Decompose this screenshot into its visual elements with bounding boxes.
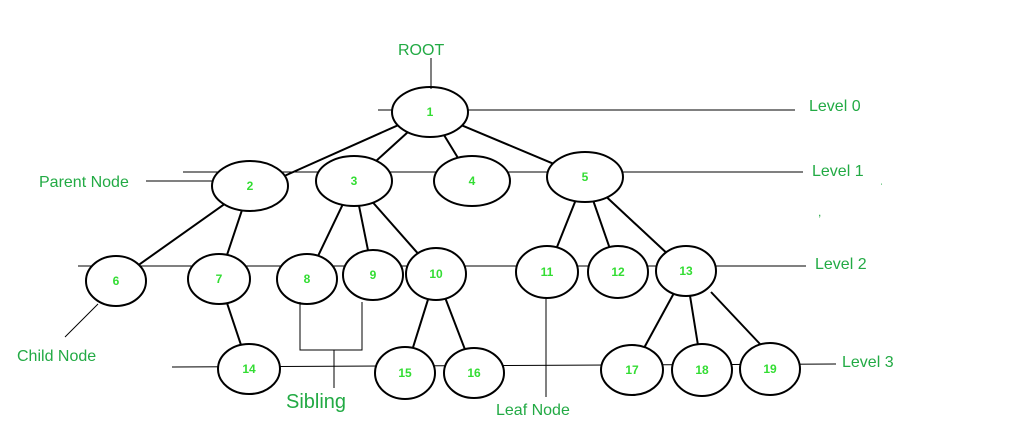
- node-label: 9: [370, 268, 377, 282]
- node-ellipse: [342, 249, 404, 301]
- node-label: 1: [427, 105, 434, 119]
- tree-node-15: 15: [374, 346, 436, 400]
- node-ellipse: [739, 342, 801, 396]
- edges: [138, 122, 761, 350]
- node-label: 11: [541, 265, 554, 279]
- node-label: 10: [429, 267, 443, 281]
- edge-13-17: [643, 293, 675, 348]
- tree-node-8: 8: [276, 253, 338, 305]
- sibling-label: Sibling: [286, 391, 346, 413]
- node-ellipse: [655, 245, 717, 297]
- edge-7-14: [226, 302, 242, 346]
- tree-node-10: 10: [405, 247, 467, 301]
- node-label: 19: [763, 362, 777, 376]
- edge-5-13: [606, 196, 667, 254]
- level-1-label: Level 1: [812, 163, 864, 180]
- tree-node-5: 5: [546, 151, 624, 203]
- node-label: 17: [625, 363, 639, 377]
- stray-mark: ˌ: [880, 175, 883, 186]
- edge-3-10: [372, 201, 419, 255]
- edge-10-16: [444, 298, 466, 350]
- level-3-label: Level 3: [842, 354, 894, 371]
- edge-10-15: [411, 298, 430, 349]
- edge-1-2: [281, 122, 404, 178]
- node-ellipse: [515, 245, 579, 299]
- node-ellipse: [85, 255, 147, 307]
- edge-13-18: [689, 295, 699, 345]
- node-label: 2: [247, 179, 254, 193]
- edge-1-3: [375, 131, 409, 162]
- tree-node-2: 2: [211, 160, 289, 212]
- root-label: ROOT: [398, 42, 444, 59]
- node-ellipse: [405, 247, 467, 301]
- edge-13-19: [710, 291, 761, 345]
- node-ellipse: [217, 343, 281, 395]
- node-label: 5: [582, 170, 589, 184]
- edge-5-11: [555, 200, 577, 248]
- parent-node-label: Parent Node: [39, 174, 129, 191]
- sibling-bracket: [299, 302, 363, 351]
- node-label: 8: [304, 272, 311, 286]
- node-ellipse: [600, 344, 664, 396]
- tree-node-12: 12: [587, 245, 649, 299]
- tree-node-4: 4: [433, 155, 511, 207]
- tree-node-3: 3: [315, 155, 393, 207]
- node-label: 12: [611, 265, 625, 279]
- node-ellipse: [315, 155, 393, 207]
- node-ellipse: [391, 86, 469, 138]
- node-ellipse: [433, 155, 511, 207]
- tree-node-17: 17: [600, 344, 664, 396]
- node-ellipse: [443, 347, 505, 399]
- edge-3-8: [317, 204, 344, 257]
- edge-2-7: [226, 210, 243, 256]
- level-0-label: Level 0: [809, 98, 861, 115]
- child-node-pointer-line: [64, 303, 99, 338]
- node-label: 7: [216, 272, 223, 286]
- tree-node-13: 13: [655, 245, 717, 297]
- leaf-node-label: Leaf Node: [496, 402, 570, 419]
- node-ellipse: [546, 151, 624, 203]
- node-label: 13: [679, 264, 693, 278]
- node-ellipse: [276, 253, 338, 305]
- node-label: 3: [351, 174, 358, 188]
- tree-node-18: 18: [671, 343, 733, 397]
- level-2-label: Level 2: [815, 256, 867, 273]
- node-label: 16: [467, 366, 481, 380]
- edge-2-6: [138, 203, 225, 266]
- node-ellipse: [211, 160, 289, 212]
- stray-mark: ,: [818, 205, 821, 219]
- tree-node-16: 16: [443, 347, 505, 399]
- tree-node-14: 14: [217, 343, 281, 395]
- tree-node-19: 19: [739, 342, 801, 396]
- node-label: 15: [398, 366, 412, 380]
- edge-1-4: [443, 134, 459, 159]
- edge-3-9: [358, 205, 369, 251]
- tree-node-1: 1: [391, 86, 469, 138]
- tree-node-7: 7: [187, 253, 251, 305]
- annotations: ROOT Level 0 Level 1 Level 2 Level 3 Par…: [17, 42, 894, 419]
- tree-node-6: 6: [85, 255, 147, 307]
- node-label: 14: [242, 362, 256, 376]
- node-ellipse: [587, 245, 649, 299]
- node-ellipse: [187, 253, 251, 305]
- child-node-label: Child Node: [17, 348, 96, 365]
- tree-node-11: 11: [515, 245, 579, 299]
- edge-5-12: [592, 201, 611, 248]
- node-label: 18: [695, 363, 709, 377]
- node-label: 6: [113, 274, 120, 288]
- edge-1-5: [461, 124, 554, 165]
- node-label: 4: [469, 174, 476, 188]
- node-ellipse: [671, 343, 733, 397]
- node-ellipse: [374, 346, 436, 400]
- tree-node-9: 9: [342, 249, 404, 301]
